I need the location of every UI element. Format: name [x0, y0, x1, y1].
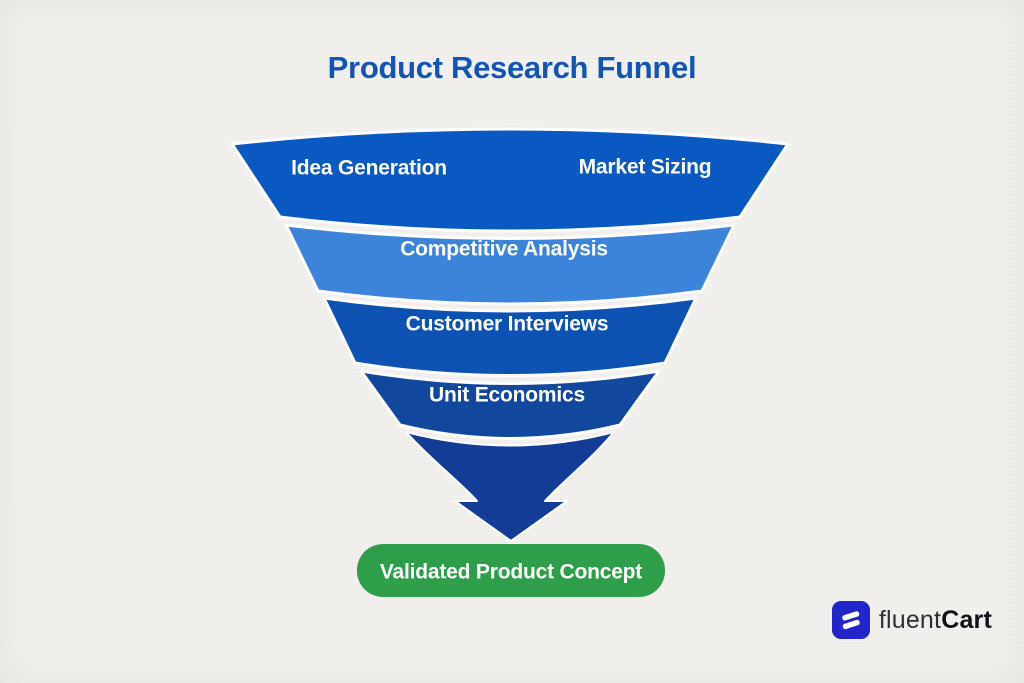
funnel-tier-4-shape: [359, 369, 661, 440]
funnel-tier-1-label-market-sizing: Market Sizing: [579, 156, 712, 179]
funnel-tier-2-label: Competitive Analysis: [400, 238, 608, 261]
fluentcart-logo: fluentCart: [831, 601, 992, 639]
funnel-spout-down-arrow-icon: [405, 431, 615, 542]
funnel-tier-3-label: Customer Interviews: [406, 313, 609, 336]
brand-prefix: fluent: [878, 605, 942, 634]
funnel-tier-1-label-idea-generation: Idea Generation: [291, 157, 447, 180]
funnel-tier-2-shape: [284, 223, 736, 306]
brand-suffix: Cart: [941, 605, 992, 634]
funnel-tier-4-label: Unit Economics: [429, 384, 585, 407]
page-title: Product Research Funnel: [327, 50, 697, 85]
funnel-tier-1-shape: [230, 127, 790, 233]
result-box-label: Validated Product Concept: [380, 561, 642, 584]
fluentcart-logo-icon: [831, 601, 870, 639]
fluentcart-logo-text: fluentCart: [879, 606, 992, 635]
funnel-tier-3-shape: [322, 296, 698, 377]
result-box: [357, 544, 665, 597]
